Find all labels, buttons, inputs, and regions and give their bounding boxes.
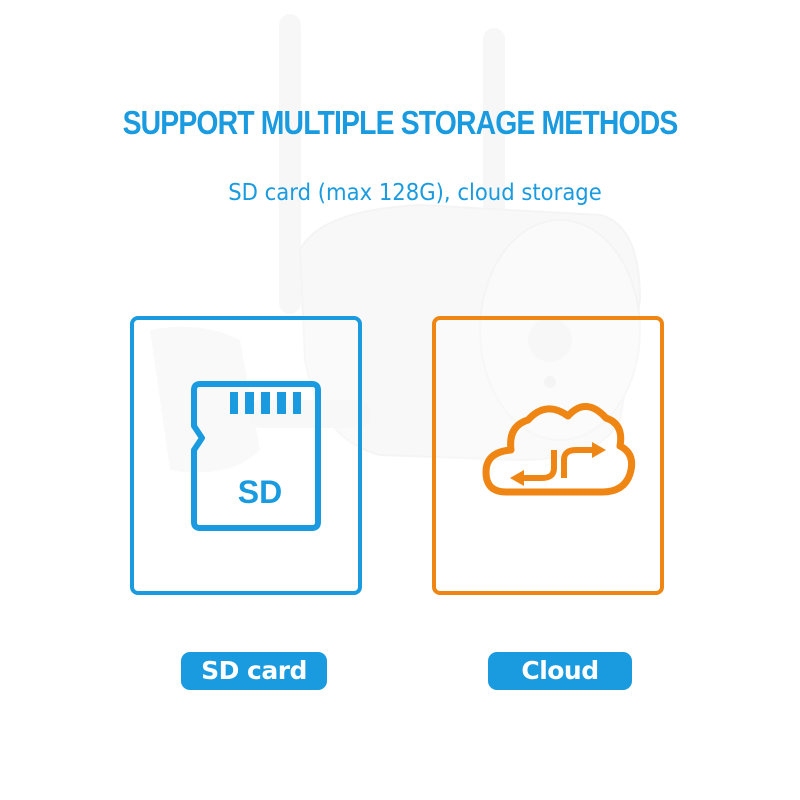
sd-card-icon: SD xyxy=(191,381,321,531)
sd-card-button[interactable]: SD card xyxy=(181,652,327,690)
sd-card-icon-text: SD xyxy=(238,474,282,510)
cloud-sync-icon xyxy=(482,403,636,496)
page-title: SUPPORT MULTIPLE STORAGE METHODS xyxy=(122,104,679,141)
sd-card-option-card: SD xyxy=(130,316,362,595)
cloud-button[interactable]: Cloud xyxy=(488,652,632,690)
cloud-option-card xyxy=(432,316,664,595)
page-subtitle: SD card (max 128G), cloud storage xyxy=(228,180,602,206)
